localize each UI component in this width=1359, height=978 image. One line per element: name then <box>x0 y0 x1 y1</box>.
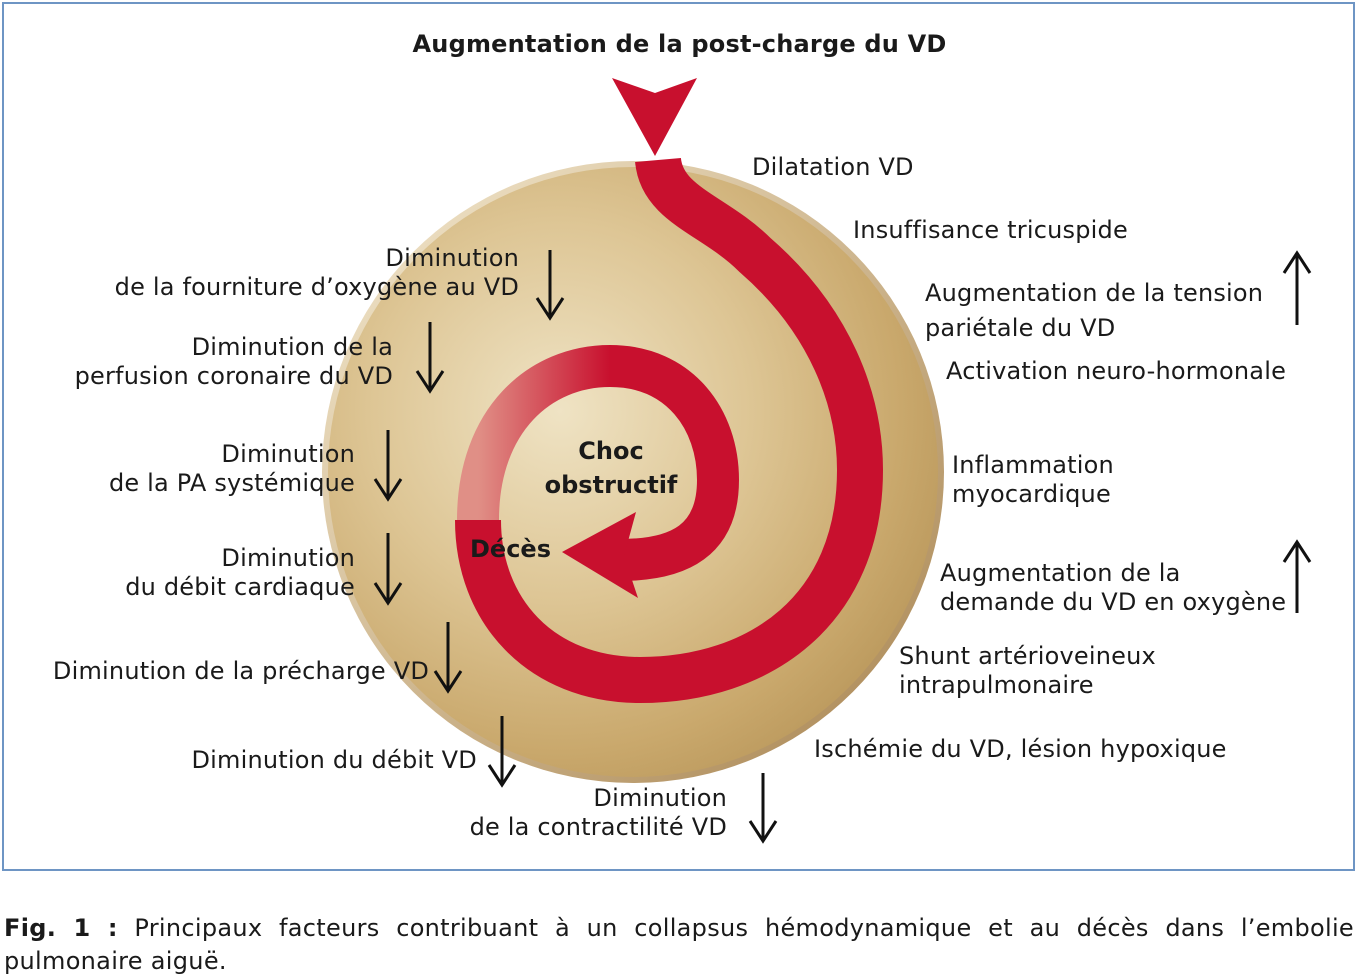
label-contract-1: Diminution <box>593 784 727 812</box>
spiral-diagram <box>322 78 1312 844</box>
down-arrow-contract <box>748 773 778 844</box>
diagram-title: Augmentation de la post-charge du VD <box>412 30 947 58</box>
label-perfusion: Diminution de la perfusion coronaire du … <box>75 333 393 391</box>
center-line2: obstructif <box>544 471 678 499</box>
label-pa-1: Diminution <box>221 440 355 468</box>
label-debit-1: Diminution <box>221 544 355 572</box>
label-shunt-1: Shunt artérioveineux <box>899 642 1156 670</box>
center-deces: Décès <box>470 535 551 563</box>
spiral-outer <box>455 156 884 704</box>
label-pa: Diminution de la PA systémique <box>109 440 355 498</box>
label-pa-2: de la PA systémique <box>108 469 355 497</box>
label-debit-cardiaque: Diminution du débit cardiaque <box>125 544 355 602</box>
label-contractilite: Diminution de la contractilité VD <box>470 784 727 842</box>
down-arrow-pa <box>373 430 403 502</box>
label-contract-2: de la contractilité VD <box>469 813 727 841</box>
label-tension: Augmentation de la tension pariétale du … <box>925 276 1263 346</box>
spiral-arrowhead <box>562 512 638 598</box>
label-perfusion-2: perfusion coronaire du VD <box>74 362 393 390</box>
label-demande-1: Augmentation de la <box>940 559 1181 587</box>
label-inflammation: Inflammation myocardique <box>952 451 1114 509</box>
label-demande-2: demande du VD en oxygène <box>940 588 1287 616</box>
up-arrow-tension <box>1282 250 1312 325</box>
label-shunt-2: intrapulmonaire <box>899 671 1094 699</box>
label-demande: Augmentation de la demande du VD en oxyg… <box>940 559 1286 617</box>
label-fourniture-2: de la fourniture d’oxygène au VD <box>114 273 519 301</box>
top-arrowhead <box>612 78 697 156</box>
center-choc: Choc obstructif <box>540 434 682 502</box>
label-tension-1: Augmentation de la tension <box>925 279 1264 307</box>
label-inflam-1: Inflammation <box>952 451 1114 479</box>
label-tricuspide: Insuffisance tricuspide <box>853 216 1128 244</box>
center-line1: Choc <box>578 437 644 465</box>
label-dilatation: Dilatation VD <box>752 153 914 181</box>
label-fourniture-1: Diminution <box>385 244 519 272</box>
spiral-inner <box>457 344 740 581</box>
down-arrow-precharge <box>433 622 463 694</box>
label-shunt: Shunt artérioveineux intrapulmonaire <box>899 642 1156 700</box>
down-arrow-debit <box>373 533 403 606</box>
label-inflam-2: myocardique <box>952 480 1111 508</box>
figure-caption: Fig. 1 : Principaux facteurs contribuant… <box>4 912 1354 978</box>
caption-label: Fig. 1 : <box>4 914 118 942</box>
down-arrow-debitvd <box>487 716 517 788</box>
down-arrow-fourniture <box>535 250 565 321</box>
down-arrow-perfusion <box>415 322 445 394</box>
label-precharge: Diminution de la précharge VD <box>52 657 429 685</box>
label-ischemie: Ischémie du VD, lésion hypoxique <box>814 735 1227 763</box>
label-debit-2: du débit cardiaque <box>125 573 355 601</box>
label-tension-2: pariétale du VD <box>925 314 1116 342</box>
label-neuro: Activation neuro-hormonale <box>946 357 1287 385</box>
label-debit-vd: Diminution du débit VD <box>191 746 477 774</box>
up-arrow-demande <box>1282 539 1312 613</box>
label-perfusion-1: Diminution de la <box>191 333 393 361</box>
label-fourniture: Diminution de la fourniture d’oxygène au… <box>115 244 519 302</box>
caption-text: Principaux facteurs contribuant à un col… <box>4 914 1354 975</box>
